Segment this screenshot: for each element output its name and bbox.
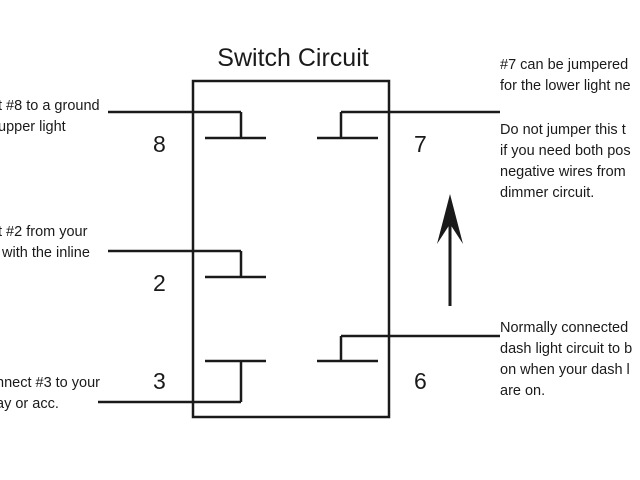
note-jumper-warning: Do not jumper this t if you need both po… [500,122,631,201]
diagram-title: Switch Circuit [217,44,369,72]
note-pin6: Normally connected dash light circuit to… [500,320,633,399]
note-pin3: nnect #3 to your ay or acc. [0,375,100,412]
terminal-3 [98,359,266,404]
switch-body [191,79,391,419]
note-pin8: t #8 to a ground upper light [0,98,100,135]
terminal-7 [317,110,500,140]
note-pin2: t #2 from your with the inline [0,224,90,261]
up-arrow-icon [437,194,463,306]
terminal-2 [108,249,266,279]
terminal-8 [108,110,266,140]
pin-label-6: 6 [414,368,427,394]
terminal-6 [317,334,500,363]
pin-label-2: 2 [153,270,166,296]
pin-label-7: 7 [414,131,427,157]
pin-label-8: 8 [153,131,166,157]
note-pin7: #7 can be jumpered for the lower light n… [500,57,631,94]
pin-label-3: 3 [153,368,166,394]
